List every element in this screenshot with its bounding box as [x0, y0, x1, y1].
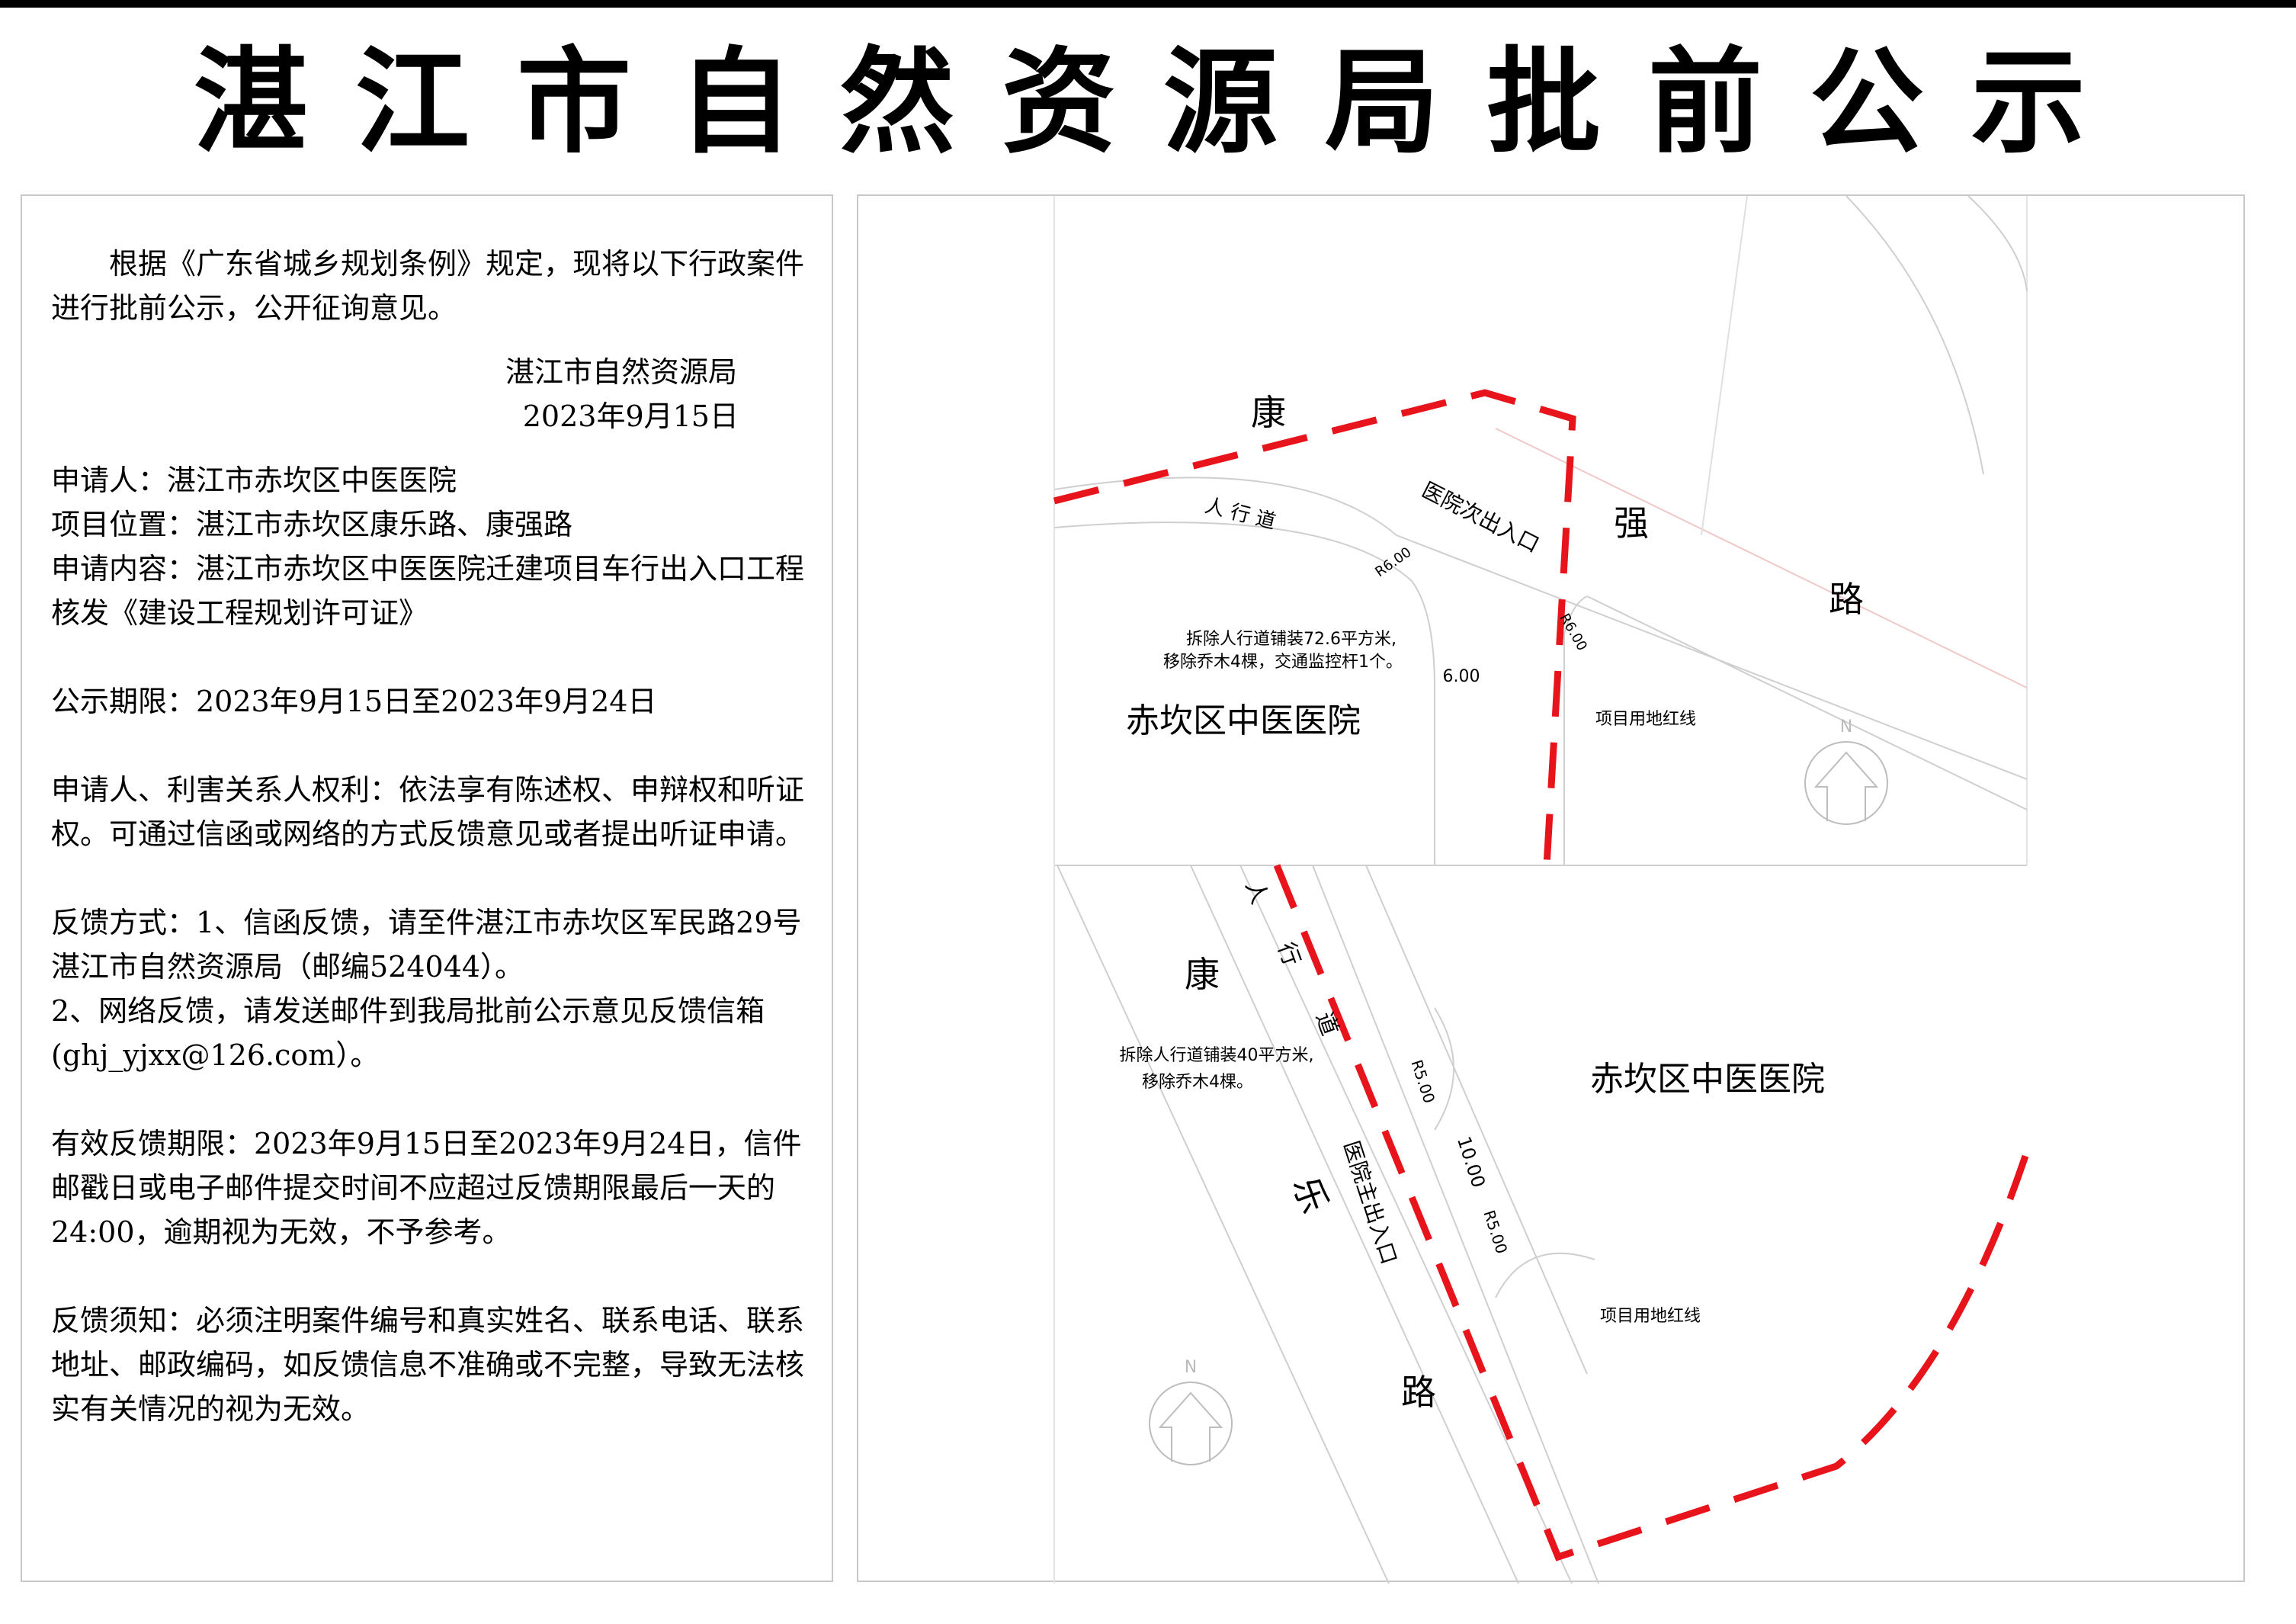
road-lines [1053, 195, 2028, 1584]
road-label: 强 [1614, 502, 1649, 544]
road-label: 康 [1251, 392, 1286, 433]
feedback-email: 2、网络反馈，请发送邮件到我局批前公示意见反馈信箱(ghj_yjxx@126.c… [51, 994, 765, 1072]
notice-panel: 根据《广东省城乡规划条例》规定，现将以下行政案件进行批前公示，公开征询意见。 湛… [21, 194, 833, 1582]
hospital-label: 赤坎区中医医院 [1126, 701, 1361, 740]
demolition-note: 移除乔木4棵，交通监控杆1个。 [1163, 653, 1403, 672]
applicant: 申请人：湛江市赤坎区中医医院 [51, 464, 457, 497]
intro: 根据《广东省城乡规划条例》规定，现将以下行政案件进行批前公示，公开征询意见。 [51, 247, 805, 325]
redline-boundary [1053, 389, 2031, 1561]
demolition-note: 拆除人行道铺装72.6平方米, [1186, 630, 1397, 649]
feedback-mail: 反馈方式：1、信函反馈，请至件湛江市赤坎区军民路29号湛江市自然资源局（邮编52… [51, 906, 802, 984]
period: 公示期限：2023年9月15日至2023年9月24日 [51, 685, 657, 718]
width-label: 6.00 [1443, 667, 1480, 686]
top-bar [0, 0, 2296, 8]
radius-label: R5.00 [1407, 1058, 1438, 1106]
hospital-label: 赤坎区中医医院 [1590, 1060, 1825, 1099]
sidewalk-label: 人 行 道 [1202, 494, 1278, 534]
issuer: 湛江市自然资源局 [505, 355, 737, 389]
road-label: 乐 [1285, 1171, 1336, 1218]
entrance-label: 医院次出入口 [1418, 477, 1544, 558]
road-label: 康 [1185, 954, 1220, 995]
width-label: 10.00 [1453, 1134, 1490, 1190]
content-cont: 核发《建设工程规划许可证》 [51, 596, 428, 630]
top-map-labels: 康 强 路 人 行 道 医院次出入口 R6.00 R6.00 拆除人行道铺装72… [1126, 392, 1864, 740]
redline-label: 项目用地红线 [1600, 1307, 1701, 1326]
deadline: 有效反馈期限：2023年9月15日至2023年9月24日，信件邮戳日或电子邮件提… [51, 1127, 802, 1249]
road-label: 路 [1829, 579, 1864, 620]
content: 申请内容：湛江市赤坎区中医医院迁建项目车行出入口工程 [51, 552, 805, 586]
radius-label: R5.00 [1480, 1208, 1511, 1256]
bottom-map-labels: 人 行 道 康 乐 路 拆除人行道铺装40平方米, 移除乔木4棵。 R5.00 … [1120, 877, 1826, 1413]
demolition-note: 移除乔木4棵。 [1142, 1073, 1253, 1092]
north-label: N [1185, 1358, 1197, 1377]
redline-label: 项目用地红线 [1595, 710, 1696, 729]
location: 项目位置：湛江市赤坎区康乐路、康强路 [51, 508, 573, 541]
demolition-note: 拆除人行道铺装40平方米, [1120, 1046, 1314, 1065]
north-arrow [1149, 741, 1888, 1465]
page-title: 湛江市自然资源局批前公示 [193, 37, 2133, 169]
north-label: N [1840, 717, 1852, 737]
map-panel: N N 康 强 路 人 行 道 医院次出入口 R6.00 R6.00 拆除人行道… [857, 194, 2245, 1584]
sidewalk-label: 人 [1240, 877, 1273, 907]
issue-date: 2023年9月15日 [522, 400, 739, 433]
rights: 申请人、利害关系人权利：依法享有陈述权、申辩权和听证权。可通过信函或网络的方式反… [51, 773, 805, 851]
notice-text: 根据《广东省城乡规划条例》规定，现将以下行政案件进行批前公示，公开征询意见。 湛… [51, 242, 813, 1431]
site-plan: N N 康 强 路 人 行 道 医院次出入口 R6.00 R6.00 拆除人行道… [1053, 195, 2031, 1584]
radius-label: R6.00 [1372, 544, 1414, 580]
road-label: 路 [1401, 1372, 1436, 1413]
notes: 反馈须知：必须注明案件编号和真实姓名、联系电话、联系地址、邮政编码，如反馈信息不… [51, 1304, 805, 1426]
